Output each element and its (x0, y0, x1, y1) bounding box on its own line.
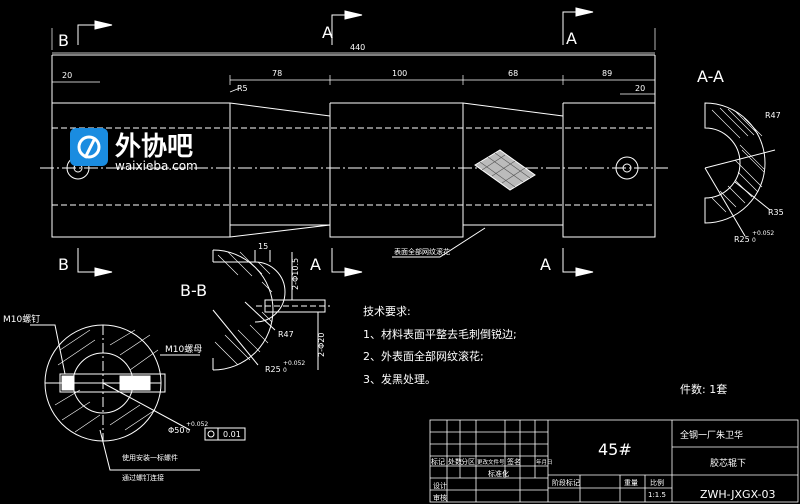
aa-dim-r35: R35 (768, 208, 784, 217)
main-dimensions (51, 28, 656, 95)
logo-name: 外协吧 (115, 132, 193, 162)
dim-seg3: 68 (508, 69, 518, 78)
aa-dim-r25-tol: +0.052 (752, 230, 774, 237)
tb-company: 全钢一厂朱卫华 (680, 429, 743, 441)
tb-material: 45# (598, 440, 632, 459)
tech-req-item-2: 2、外表面全部网纹滚花; (363, 349, 484, 363)
label-b-bottom: B (58, 255, 69, 274)
knurl-note: 表面全部网纹滚花 (394, 247, 450, 256)
detail-leader-note (99, 429, 200, 471)
detail-hatch (54, 329, 159, 433)
tech-req-item-3: 3、发黑处理。 (363, 372, 436, 386)
bb-dim-r25: R25 (265, 365, 281, 374)
label-b-top: B (58, 31, 69, 50)
marker-b-top (77, 24, 95, 45)
section-bb-view (212, 249, 330, 371)
dim-overall: 440 (350, 43, 365, 52)
flatness-frame (204, 427, 246, 441)
bb-hatch (214, 251, 273, 366)
tb-standard: 标准化 (488, 469, 509, 478)
detail-bolt (59, 373, 166, 393)
bb-dim-2x20: 2-Φ20 (317, 333, 326, 357)
tb-header-mark: 标记 (431, 457, 445, 466)
m10-screw-label: M10螺钉 (3, 314, 40, 325)
section-aa-view (704, 102, 776, 237)
aa-leader-r25 (704, 167, 746, 237)
knurl-hatch (479, 152, 531, 188)
aa-section-outline (704, 102, 766, 224)
det-dim-tol-low: 0 (186, 428, 190, 435)
det-dim-phi50: Φ50 (168, 426, 184, 435)
marker-b-bottom (77, 248, 95, 273)
bb-dim-r25-tol-low: 0 (283, 367, 287, 374)
aa-leader-r35 (734, 181, 771, 211)
section-markers (77, 7, 594, 277)
bb-title: B-B (180, 281, 207, 300)
detail-nut (119, 375, 151, 391)
det-dim-tol: +0.052 (186, 421, 208, 428)
label-a-top-right: A (566, 29, 577, 48)
tb-scale-label: 比例 (650, 478, 664, 487)
tb-designer: 设计 (433, 481, 447, 490)
bb-outer-arc (212, 249, 274, 371)
aa-dim-r47: R47 (765, 111, 781, 120)
dim-right-end: 20 (635, 84, 645, 93)
dim-seg2: 100 (392, 69, 407, 78)
bb-dim-2x105: 2-Φ10.5 (291, 258, 300, 290)
tb-weight: 重量 (624, 479, 638, 487)
label-a-bottom-mid: A (310, 255, 321, 274)
marker-a-top-mid (331, 14, 345, 45)
bb-dim-r25-tol: +0.052 (283, 360, 305, 367)
detail-view (30, 324, 246, 471)
tb-header-change-doc: 更改文件号 (477, 458, 505, 466)
logo-url: waixieba.com (115, 159, 198, 173)
tb-reviewer: 审核 (433, 493, 447, 502)
bb-inner-arc (254, 261, 286, 323)
detail-screw-head (61, 375, 75, 391)
flatness-value: 0.01 (223, 430, 241, 439)
tb-header-sign: 签名 (507, 457, 521, 466)
aa-dim-r25: R25 (734, 235, 750, 244)
dim-seg4: 89 (602, 69, 612, 78)
marker-a-bottom-right (562, 248, 576, 273)
tech-req-item-1: 1、材料表面平整去毛刺倒锐边; (363, 327, 517, 341)
title-block-frame (429, 419, 799, 503)
tech-req-title: 技术要求: (363, 305, 411, 318)
aa-dim-r25-tol-low: 0 (752, 237, 756, 244)
label-a-bottom-right: A (540, 255, 551, 274)
dim-fillet: R5 (237, 84, 248, 93)
watermark-logo: 外协吧 waixieba.com (70, 128, 198, 173)
aa-leader-r47 (704, 149, 776, 169)
tb-part-name: 胶芯辊下 (710, 457, 746, 469)
taper-top (462, 102, 564, 117)
marker-a-top-right (562, 11, 576, 45)
knurl-patch (474, 149, 536, 191)
knurl-leader (392, 227, 486, 258)
note-line1: 使用安装一标螺件 (122, 453, 178, 462)
dim-seg1: 78 (272, 69, 282, 78)
end-hole-right-inner (622, 163, 632, 173)
quantity-label: 件数: 1套 (680, 383, 727, 396)
label-a-top-mid: A (322, 23, 333, 42)
bb-dim-15: 15 (258, 242, 268, 251)
tb-header-count: 处数 (448, 457, 462, 466)
tb-stage: 阶段标记 (552, 478, 580, 487)
tb-header-date: 年月日 (536, 458, 553, 466)
end-hole-right (615, 156, 639, 180)
title-block (429, 419, 799, 503)
m10-nut-label: M10螺母 (165, 344, 202, 355)
dim-left-end: 20 (62, 71, 72, 80)
taper-top (229, 102, 331, 117)
detail-leader-m10-screw (30, 324, 66, 375)
aa-title: A-A (697, 67, 724, 86)
tb-scale: 1:1.5 (648, 491, 666, 499)
main-shaft-view (40, 54, 668, 258)
bb-dim-r47: R47 (278, 330, 294, 339)
marker-a-bottom-mid (331, 248, 345, 273)
note-line2: 通过螺钉连接 (122, 473, 164, 482)
tb-header-zone: 分区 (461, 457, 475, 466)
tb-drawing-no: ZWH-JXGX-03 (700, 488, 776, 501)
